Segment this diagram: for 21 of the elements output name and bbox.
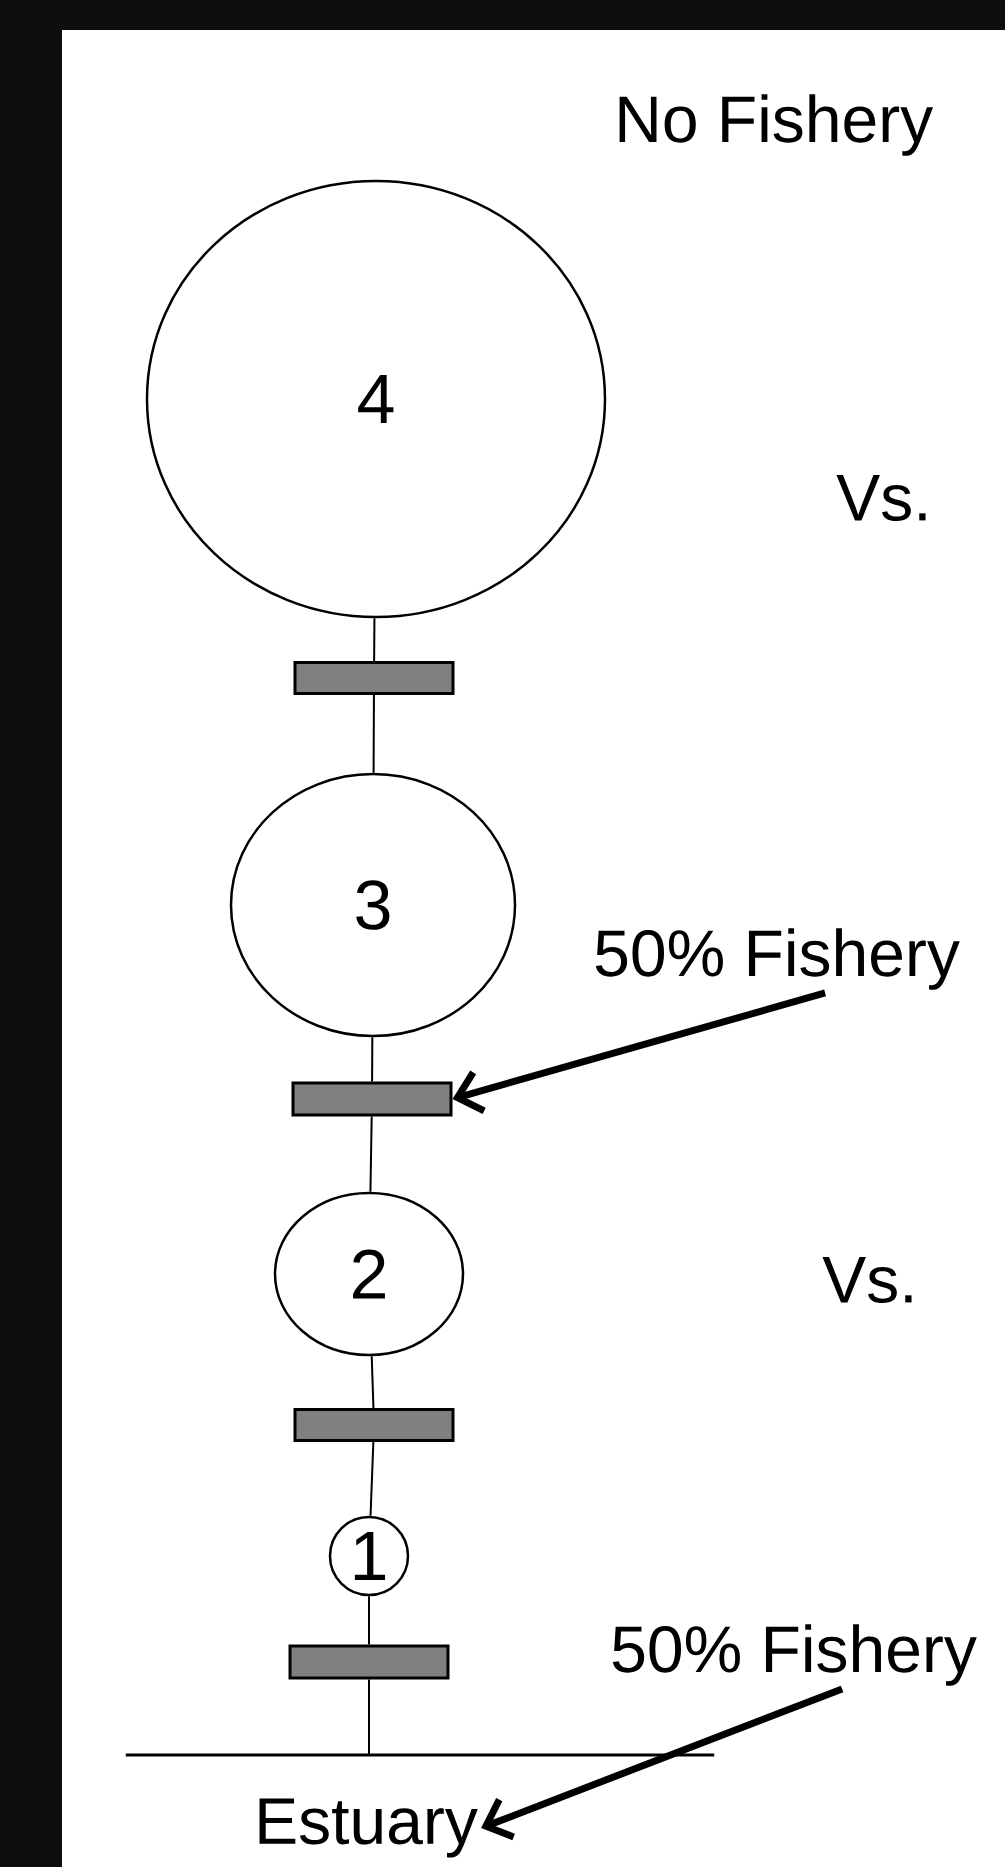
shoreline — [125, 1753, 715, 1757]
connector-line — [371, 1036, 374, 1083]
arrow — [481, 1685, 844, 1841]
arrow — [452, 989, 827, 1114]
place-label: Estuary — [259, 1798, 478, 1858]
annotation-text: 50% Fishery — [612, 1624, 977, 1686]
heading-text: Vs. — [836, 475, 926, 522]
barrier-bar — [293, 1408, 455, 1442]
connector-line — [373, 617, 376, 662]
connector-line — [369, 1441, 375, 1517]
connector-line — [368, 1595, 370, 1646]
barrier-bar — [293, 661, 455, 695]
barrier-bar — [288, 1644, 450, 1680]
heading-text: No Fishery — [619, 94, 934, 156]
barrier-bar — [291, 1081, 453, 1117]
heading-text: Vs. — [822, 1257, 912, 1304]
connector-line — [368, 1678, 370, 1756]
connector-line — [369, 1115, 373, 1193]
connector-line — [372, 694, 375, 774]
connector-line — [370, 1355, 375, 1409]
annotation-text: 50% Fishery — [595, 928, 960, 990]
